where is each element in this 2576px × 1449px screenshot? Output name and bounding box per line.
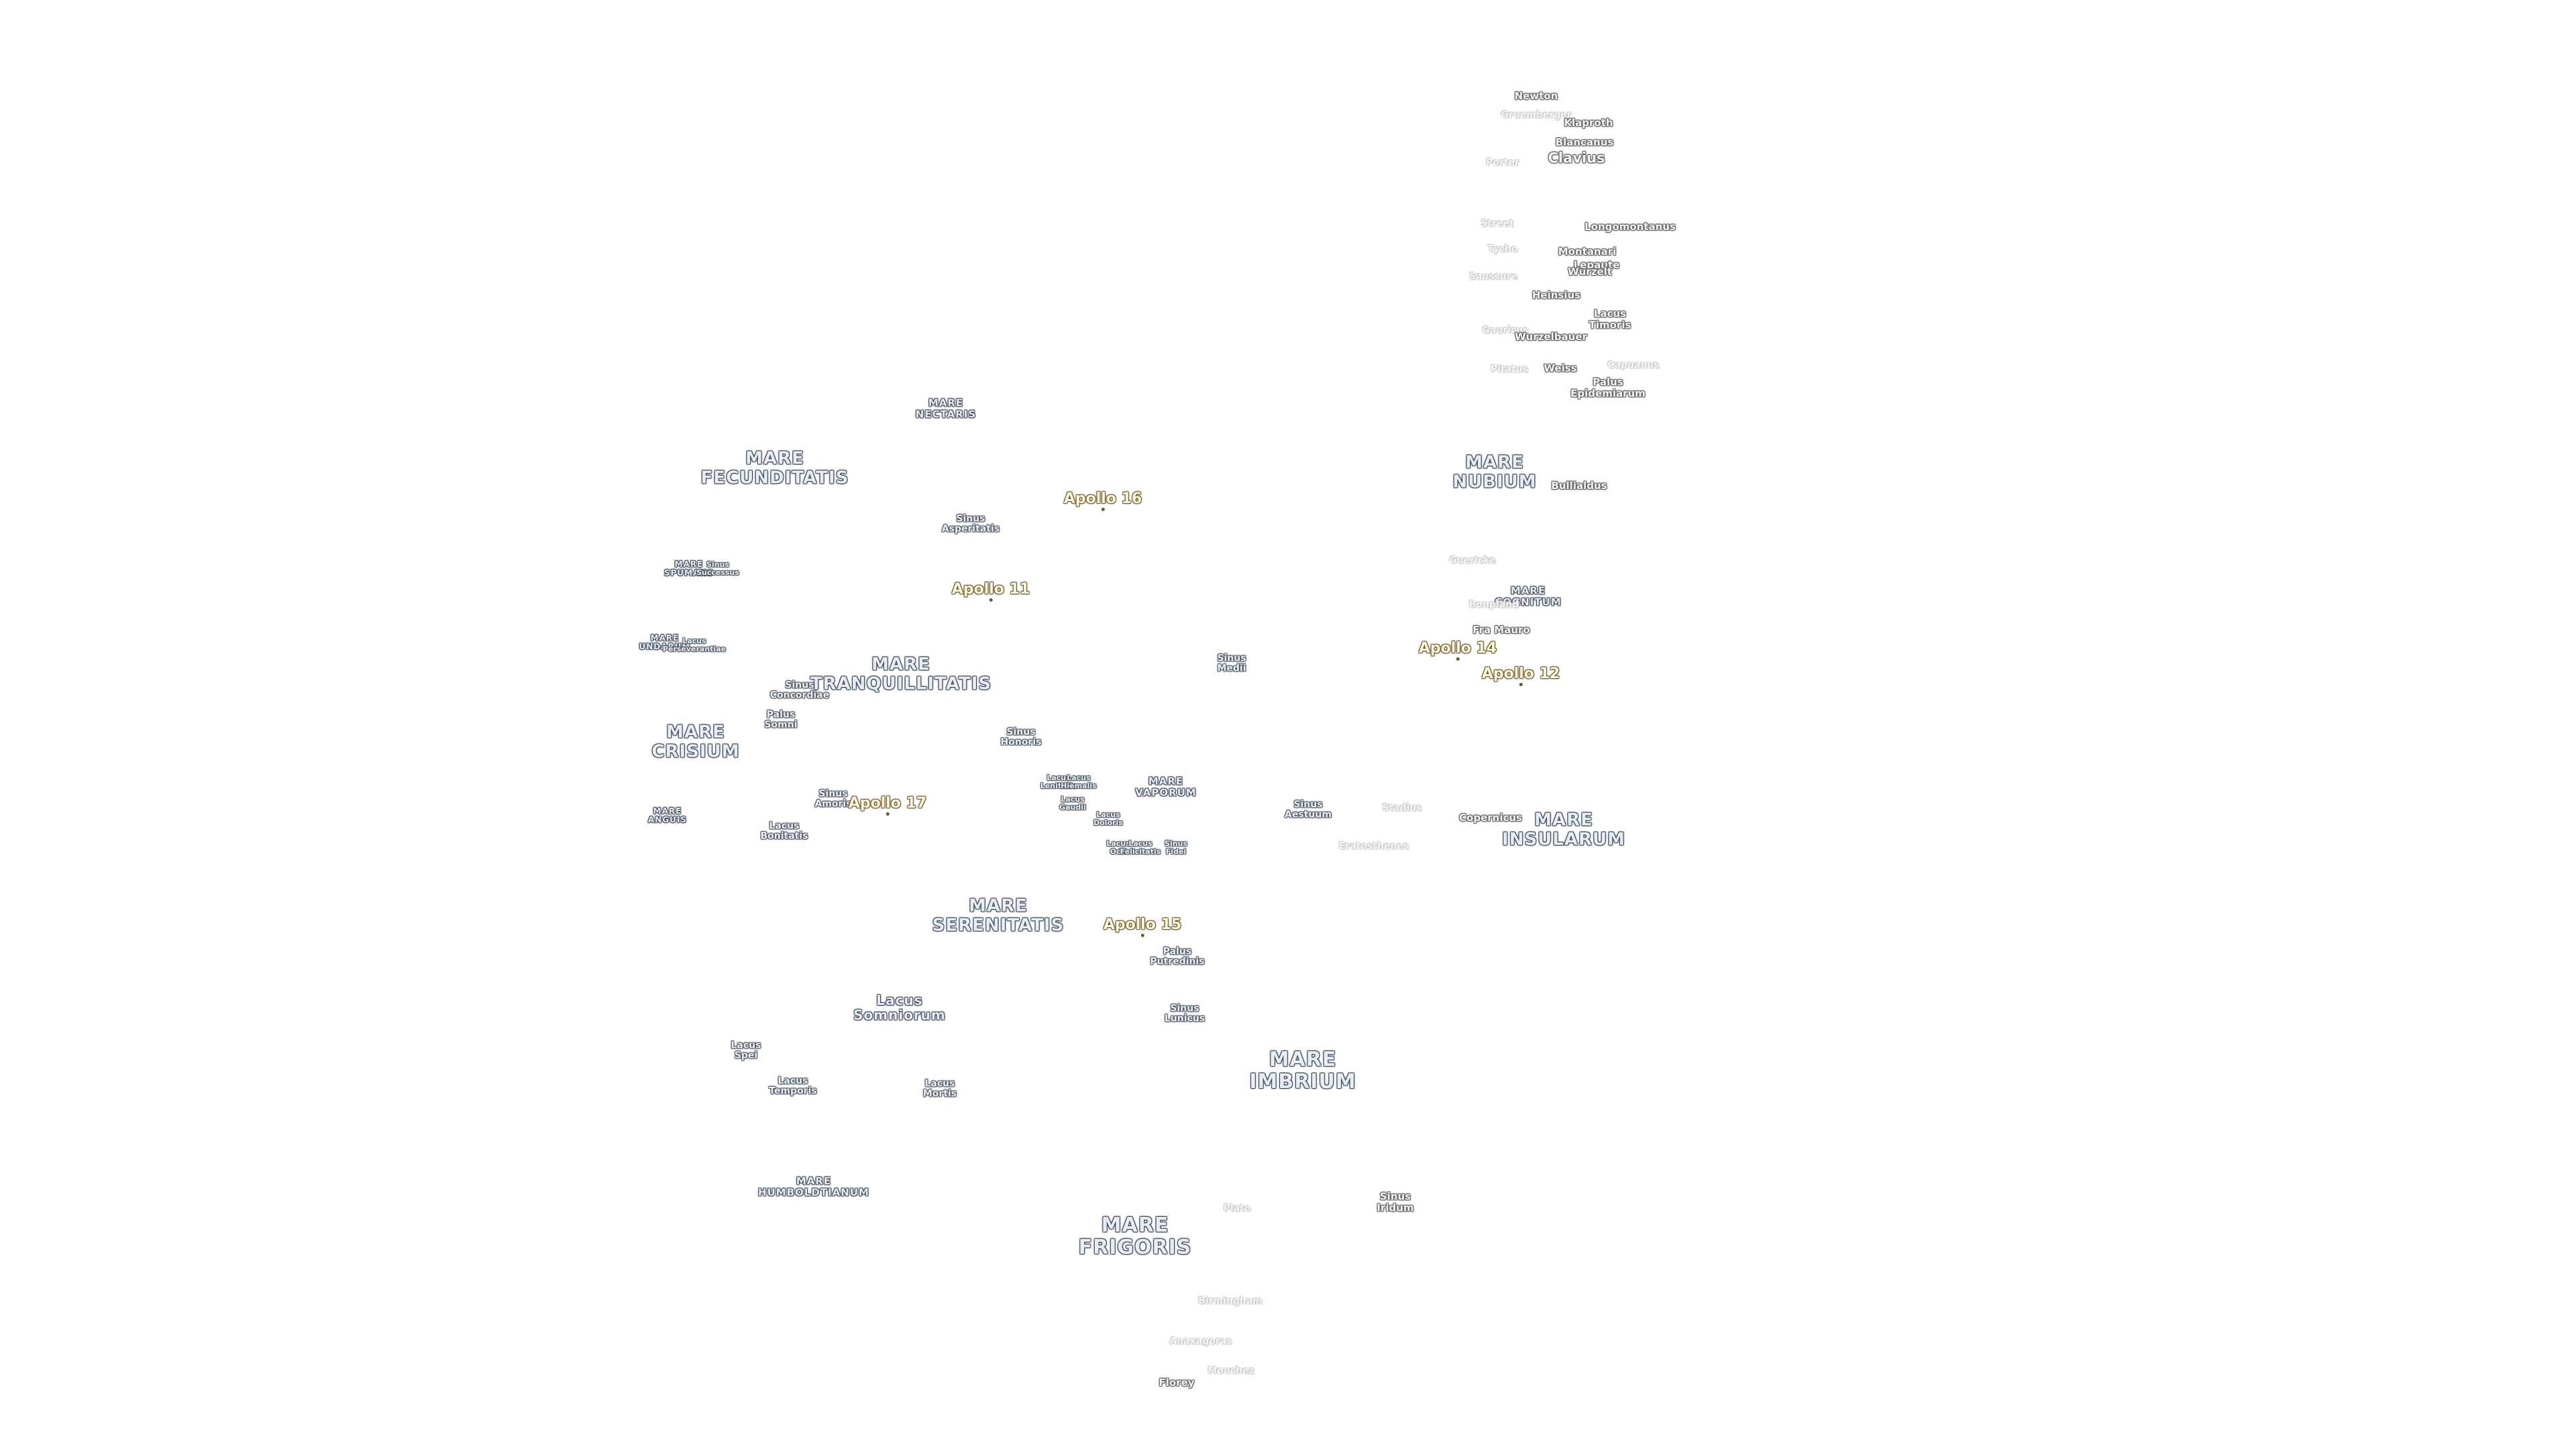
map-label-mare-vaporum: MARE VAPORUM [1135, 775, 1197, 798]
map-label-mare-tranquillitatis: MARE TRANQUILLITATIS [810, 654, 992, 694]
map-label-lepaute: Lepaute [1573, 258, 1620, 271]
map-label-heinsius: Heinsius [1532, 288, 1581, 301]
landing-site-apollo-12: Apollo 12 [1481, 665, 1560, 687]
landing-site-apollo-11: Apollo 11 [951, 580, 1030, 602]
map-label-florey: Florey [1159, 1376, 1195, 1389]
map-label-montanari: Montanari [1558, 245, 1617, 258]
map-label-sinus-aestuum: Sinus Aestuum [1285, 799, 1332, 820]
map-label-anaxagoras: Anaxagoras [1169, 1336, 1232, 1347]
map-label-mare-insularum: MARE INSULARUM [1502, 810, 1625, 849]
map-label-capuanus: Capuanus [1607, 360, 1660, 371]
map-label-gruemberger: Gruemberger [1501, 109, 1572, 121]
map-label-lacus-spei: Lacus Spei [731, 1040, 761, 1061]
landing-site-apollo-15: Apollo 15 [1103, 916, 1182, 938]
map-label-mouchez: Mouchez [1208, 1365, 1254, 1377]
map-label-lacus-perseverantiae: Lacus Perseverantiae [662, 636, 727, 653]
map-label-mare-crisium: MARE CRISIUM [651, 722, 740, 761]
map-label-guericke: Guericke [1449, 555, 1496, 566]
map-label-bullialdus: Bullialdus [1551, 479, 1607, 492]
map-label-wurzelt: Wurzelt [1568, 265, 1612, 278]
map-label-blancanus: Blancanus [1555, 136, 1614, 148]
map-label-sinus-amoris: Sinus Amoris [814, 788, 852, 810]
map-label-clavius: Clavius [1548, 150, 1605, 166]
map-label-porter: Porter [1486, 157, 1519, 168]
map-label-sinus-lunicus: Sinus Lunicus [1164, 1003, 1205, 1024]
map-label-lacus-gaudii: Lacus Gaudii [1059, 794, 1086, 812]
map-label-palus-putredinis: Palus Putredinis [1150, 946, 1205, 967]
map-label-lacus-odii: Lacus Odii [1106, 839, 1130, 856]
map-label-lacus-somniorum: Lacus Somniorum [853, 992, 946, 1023]
map-label-mare-anguis: MARE ANGUIS [647, 806, 688, 824]
map-label-mare-imbrium: MARE IMBRIUM [1249, 1048, 1356, 1093]
landing-site-apollo-17: Apollo 17 [848, 794, 927, 816]
map-label-lacus-bonitatis: Lacus Bonitatis [760, 820, 808, 842]
map-label-pitatus: Pitatus [1490, 364, 1529, 375]
map-label-sinus-honoris: Sinus Honoris [1000, 727, 1042, 748]
map-label-mare-humboldtianum: MARE HUMBOLDTIANUM [758, 1175, 869, 1198]
landing-site-apollo-14: Apollo 14 [1418, 639, 1497, 661]
map-label-palus-somni: Palus Somni [764, 709, 798, 731]
map-label-mare-nubium: MARE NUBIUM [1452, 452, 1537, 492]
map-label-sinus-successus: Sinus Successus [696, 559, 739, 577]
landing-site-apollo-16: Apollo 16 [1063, 490, 1142, 512]
map-label-eratosthenes: Eratosthenes [1338, 841, 1409, 852]
map-label-lacus-mortis: Lacus Mortis [922, 1078, 957, 1099]
map-label-lacus-hiemalis: Lacus Hiemalis [1061, 773, 1097, 790]
map-label-weiss: Weiss [1544, 362, 1577, 374]
map-label-street: Street [1481, 218, 1514, 229]
map-label-mare-frigoris: MARE FRIGORIS [1078, 1214, 1192, 1259]
map-label-lacus-timoris: Lacus Timoris [1589, 307, 1631, 331]
map-label-mare-undarum: MARE UNDARUM [639, 633, 691, 651]
map-label-longomontanus: Longomontanus [1585, 220, 1676, 233]
map-label-fra-mauro: Fra Mauro [1472, 623, 1530, 636]
map-label-sinus-asperitatis: Sinus Asperitatis [941, 513, 1000, 535]
map-label-copernicus: Copernicus [1459, 811, 1522, 824]
map-label-lacus-felicitatis: Lacus Felicitatis [1120, 839, 1161, 856]
map-label-mare-nectaris: MARE NECTARIS [915, 396, 977, 420]
map-label-stadius: Stadius [1382, 802, 1422, 814]
map-label-mare-fecunditatis: MARE FECUNDITATIS [700, 448, 849, 488]
map-label-klaproth: Klaproth [1564, 116, 1613, 129]
map-label-plato: Plato [1223, 1203, 1251, 1214]
map-label-tycho: Tycho [1487, 244, 1518, 255]
map-label-wurzelbauer: Wurzelbauer [1515, 330, 1587, 343]
map-label-lacus-temporis: Lacus Temporis [769, 1075, 817, 1097]
map-label-newton: Newton [1514, 89, 1558, 102]
map-label-mare-spumans: MARE SPUMANS [663, 559, 714, 578]
map-label-birmingham: Birmingham [1198, 1295, 1263, 1307]
map-label-sinus-medii: Sinus Medii [1217, 653, 1246, 674]
map-label-mare-serenitatis: MARE SERENITATIS [932, 896, 1065, 935]
map-label-sinus-concordiae: Sinus Concordiae [769, 680, 830, 701]
map-label-bonpland: Bonpland [1468, 599, 1519, 610]
map-label-lacus-doloris: Lacus Doloris [1093, 810, 1123, 827]
map-label-mare-cognitum: MARE COGNITUM [1495, 584, 1562, 608]
map-label-saussure: Saussure [1468, 271, 1518, 282]
map-label-sinus-iridum: Sinus Iridum [1377, 1190, 1414, 1214]
map-label-sinus-fidei: Sinus Fidei [1165, 839, 1187, 856]
map-label-palus-epidemiarum: Palus Epidemiarum [1570, 376, 1646, 399]
map-label-gauricus: Gauricus [1482, 325, 1529, 336]
map-label-lacus-lenitatis: Lacus Lenitatis [1040, 773, 1077, 790]
